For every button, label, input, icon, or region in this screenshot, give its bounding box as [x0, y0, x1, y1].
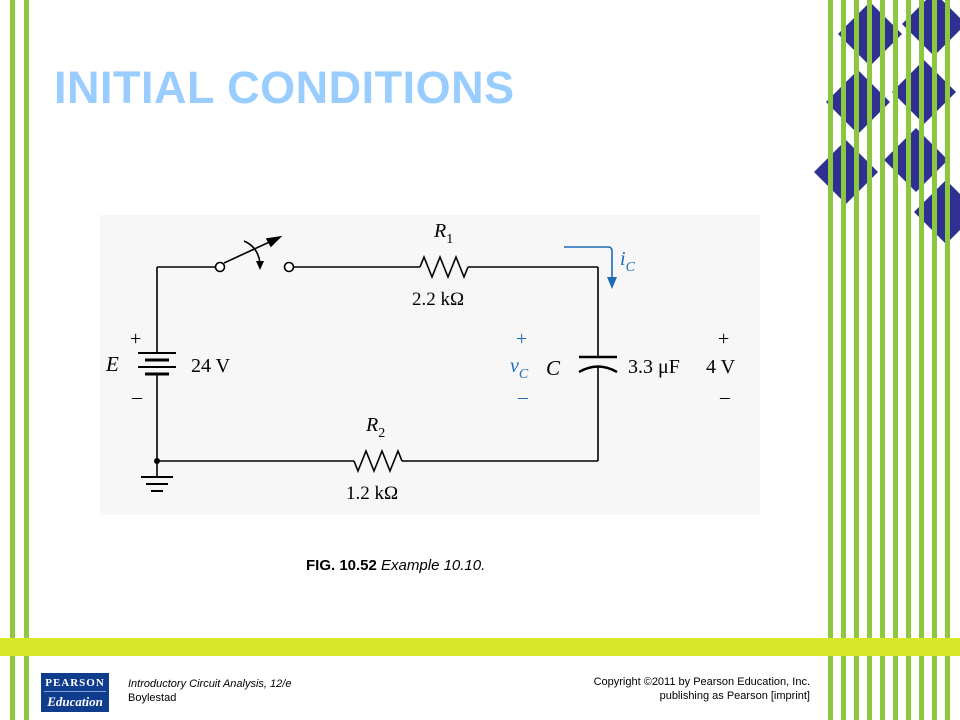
ground-junction-dot [154, 458, 160, 464]
figure-number: FIG. 10.52 [306, 557, 377, 574]
copyright-line: Copyright ©2011 by Pearson Education, In… [593, 676, 810, 688]
book-info: Introductory Circuit Analysis, 12/e Boyl… [128, 677, 291, 705]
logo-bottom-text: Education [47, 694, 103, 709]
yellow-band [0, 638, 960, 656]
r2-value: 1.2 kΩ [346, 483, 398, 504]
source-label: E [105, 352, 119, 376]
logo-separator [44, 691, 106, 692]
copyright-notice: Copyright ©2011 by Pearson Education, In… [594, 675, 810, 703]
initial-voltage-minus: – [719, 386, 731, 408]
right-stripes [828, 0, 950, 720]
initial-voltage-plus: + [718, 328, 729, 350]
logo-top-text: PEARSON [45, 677, 105, 689]
cap-label: C [546, 356, 561, 380]
left-stripe-2 [24, 0, 29, 720]
battery-plus: + [130, 328, 141, 350]
figure-caption-text: Example 10.10. [381, 557, 486, 574]
current-arrowhead [607, 277, 617, 289]
r2-label: R2 [365, 414, 385, 441]
switch-motion-arrow [243, 240, 261, 264]
footer-left-stripe-2 [24, 656, 29, 720]
switch-blade-arrowhead [265, 235, 283, 248]
vc-plus: + [516, 328, 527, 350]
slide-title: INITIAL CONDITIONS [54, 62, 515, 113]
r1-resistor-zigzag [419, 254, 469, 280]
footer-background [0, 656, 826, 720]
cap-value: 3.3 μF [628, 356, 680, 378]
figure-caption: FIG. 10.52 Example 10.10. [306, 557, 485, 574]
capacitor-bottom-plate [578, 365, 618, 374]
battery-minus: – [131, 386, 143, 408]
book-author: Boylestad [128, 692, 177, 704]
footer-left-stripe-1 [10, 656, 15, 720]
diagram-background [100, 215, 760, 515]
switch-blade [223, 238, 277, 264]
pearson-logo: PEARSON Education [41, 673, 109, 712]
switch-right-terminal [283, 261, 295, 273]
initial-voltage-value: 4 V [706, 356, 736, 378]
vc-label: vC [510, 355, 529, 382]
switch-motion-arrowhead [256, 261, 264, 270]
publisher-line: publishing as Pearson [imprint] [659, 690, 810, 702]
diamond-pattern [814, 0, 960, 244]
left-stripe-1 [10, 0, 15, 720]
r1-value: 2.2 kΩ [412, 289, 464, 310]
r2-resistor-zigzag [353, 448, 403, 474]
book-title: Introductory Circuit Analysis, 12/e [128, 678, 292, 690]
vc-minus: – [517, 386, 529, 408]
rc-circuit-diagram: R1 2.2 kΩ iC + E 24 V – + vC – C 3.3 μF … [100, 215, 760, 515]
current-arrow [564, 246, 613, 279]
r1-label: R1 [433, 220, 453, 247]
current-label: iC [620, 248, 636, 275]
switch-left-terminal [214, 261, 226, 273]
source-value: 24 V [191, 355, 231, 377]
